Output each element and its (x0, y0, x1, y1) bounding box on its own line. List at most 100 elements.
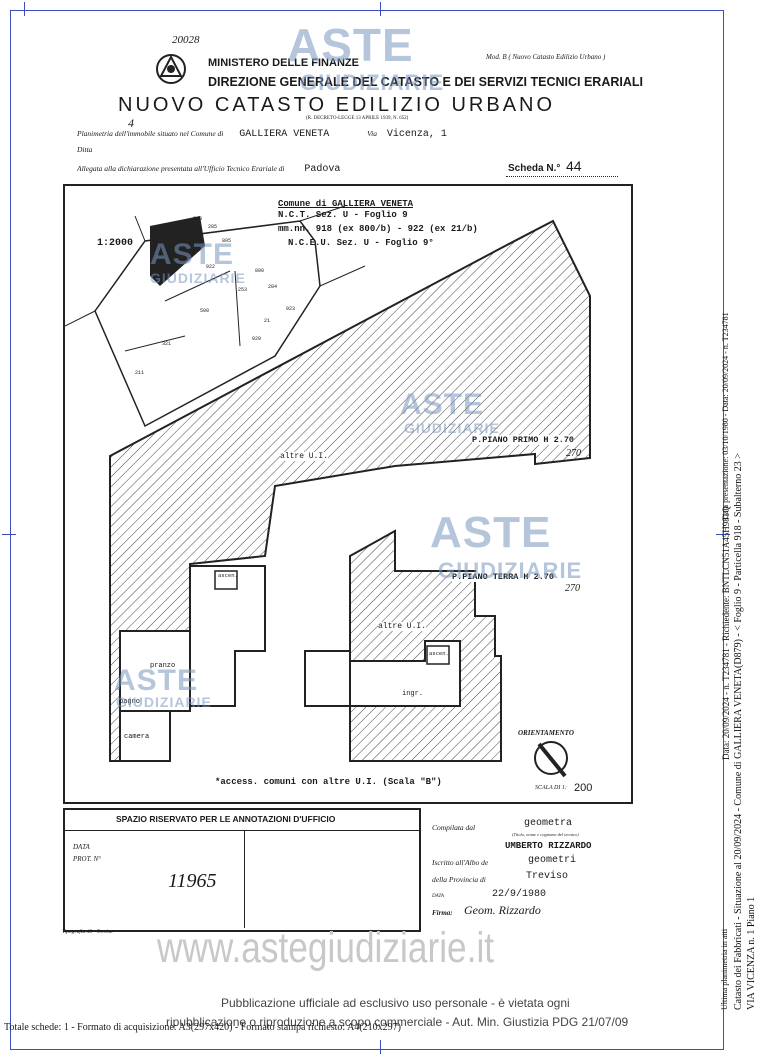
prot-number: 11965 (168, 870, 217, 892)
parcel-284: 284 (268, 284, 278, 290)
watermark-aste-1: ASTE (287, 19, 414, 71)
ufficio-value: Padova (304, 164, 341, 175)
qualifica-note: (Titolo, nome e cognome del tecnico) (512, 832, 579, 837)
watermark-giudiziarie-3: GIUDIZIARIE (404, 420, 500, 436)
parcel-21: 21 (264, 318, 271, 324)
mod-label: Mod. B ( Nuovo Catasto Edilizio Urbano ) (486, 53, 606, 61)
piano-terra-hand: 270 (565, 583, 580, 594)
parcel-500: 500 (200, 308, 210, 314)
orientamento-label: ORIENTAMENTO (518, 729, 574, 737)
watermark-aste-2: ASTE (150, 238, 235, 271)
ministry: MINISTERO DELLE FINANZE (208, 57, 359, 69)
parcel-285: 285 (208, 224, 218, 230)
crop-frame (10, 10, 724, 1050)
parcel-253: 253 (238, 287, 248, 293)
parcel-922: 922 (206, 264, 216, 270)
compilata-label: Compilata dal (432, 823, 476, 832)
albo-value: geometri (528, 855, 577, 866)
notice-line-2: ripubblicazione o riproduzione a scopo c… (166, 1015, 629, 1029)
watermark-aste-4: ASTE (430, 508, 552, 557)
parcel-211: 211 (135, 370, 145, 376)
scheda-label: Scheda N.° (508, 163, 561, 174)
altre-ui-2: altre U.I. (378, 622, 427, 631)
watermark-aste-3: ASTE (400, 388, 485, 421)
handwritten-4: 4 (128, 116, 134, 130)
office-vertical (244, 830, 245, 928)
handwritten-number: 20028 (172, 34, 200, 46)
parcel-800: 800 (255, 268, 265, 274)
compiler-date-label: DATA (432, 894, 444, 899)
room-camera: camera (124, 733, 150, 741)
albo-label: Iscritto all'Albo de (432, 858, 489, 867)
nct-line: N.C.T. Sez. U - Foglio 9 (278, 210, 408, 220)
side-line-5: Data presentazione: 03/10/1980 - Data: 2… (721, 312, 730, 520)
compiler-name: UMBERTO RIZZARDO (505, 841, 592, 851)
side-line-2: VIA VICENZA n. 1 Piano 1 (746, 896, 757, 1010)
decree: (R. DECRETO-LEGGE 13 APRILE 1939, N. 652… (306, 116, 409, 121)
watermark-site: www.astegiudiziarie.it (157, 924, 495, 972)
office-box (63, 808, 421, 932)
plan-drawing (65, 205, 591, 778)
parcel-805: 805 (222, 238, 232, 244)
comune-value: GALLIERA VENETA (239, 129, 330, 140)
reserved-title: SPAZIO RISERVATO PER LE ANNOTAZIONI D'UF… (116, 814, 336, 824)
crop-tick (24, 2, 25, 16)
provincia-value: Treviso (526, 871, 569, 882)
parcel-321: 321 (162, 341, 172, 347)
comune-title: Comune di GALLIERA VENETA (278, 199, 414, 209)
room-pranzo: pranzo (150, 662, 176, 670)
watermark-giudiziarie-2: GIUDIZIARIE (150, 270, 246, 286)
side-line-3: Ultima planimetria in atti (720, 928, 729, 1010)
via-value: Vicenza, 1 (386, 129, 447, 140)
data-label: DATA (73, 843, 90, 851)
page-title: NUOVO CATASTO EDILIZIO URBANO (118, 94, 556, 116)
scala-label: SCALA DI 1: (535, 785, 567, 791)
direction: DIREZIONE GENERALE DEL CATASTO E DEI SER… (208, 75, 643, 89)
via-label: Via (367, 129, 378, 138)
side-line-4: Data: 20/09/2024 - n. T234781 - Richiede… (721, 506, 731, 760)
qualifica: geometra (524, 818, 573, 829)
crop-tick (716, 534, 730, 535)
compiler-date: 22/9/1980 (492, 889, 547, 900)
planimetria-line: Planimetria dell'immobile situato nel Co… (77, 129, 447, 140)
plan-frame (63, 184, 633, 804)
piano-primo: P.PIANO PRIMO H 2.70 (472, 435, 575, 445)
parcel-920: 920 (252, 336, 262, 342)
crop-tick (380, 2, 381, 16)
crop-tick (2, 534, 16, 535)
mappali-line: mm.nn. 918 (ex 800/b) - 922 (ex 21/b) (278, 224, 478, 234)
watermark-giudiziarie-4: GIUDIZIARIE (438, 558, 583, 583)
crop-tick (380, 1040, 381, 1054)
prot-label: PROT. N° (73, 855, 101, 863)
room-ascen-1: ascen. (218, 572, 238, 579)
scale-1: 1:2000 (97, 238, 134, 249)
altre-ui-1: altre U.I. (280, 452, 329, 461)
room-bagno: bagno (119, 698, 141, 706)
emblem (154, 50, 188, 88)
parcel-918: 918 (193, 216, 203, 222)
room-ingr: ingr. (402, 690, 424, 698)
allegata-label: Allegata alla dichiarazione presentata a… (77, 164, 285, 173)
provincia-label: della Provincia di (432, 875, 486, 884)
side-line-1: Catasto dei Fabbricati - Situazione al 2… (733, 453, 744, 1010)
allegata-line: Allegata alla dichiarazione presentata a… (77, 164, 340, 175)
office-divider (65, 830, 419, 831)
ditta-label: Ditta (77, 145, 93, 154)
watermark-aste-5: ASTE (114, 664, 199, 697)
tipografia: Tipografia 45 - Treviso (62, 929, 113, 935)
piano-terra: P.PIANO TERRA H 2.70 (452, 572, 555, 582)
piano-primo-hand: 270 (566, 448, 581, 459)
firma-label: Firma: (432, 909, 453, 917)
watermark-giudiziarie-5: GIUDIZIARIE (116, 694, 212, 710)
scheda-underline (506, 176, 618, 177)
firma-signature: Geom. Rizzardo (464, 903, 541, 917)
parcel-923: 923 (286, 306, 296, 312)
footer-totale: Totale schede: 1 - Formato di acquisizio… (4, 1022, 401, 1033)
notice-line-1: Pubblicazione ufficiale ad esclusivo uso… (221, 996, 570, 1010)
legend: *access. comuni con altre U.I. (Scala "B… (215, 777, 442, 787)
planimetria-label: Planimetria dell'immobile situato nel Co… (77, 129, 224, 138)
scala-value: 200 (574, 782, 593, 794)
watermark-giudiziarie-1: GIUDIZIARIE (300, 70, 445, 95)
nceu-line: N.C.E.U. Sez. U - Foglio 9° (288, 238, 434, 248)
scheda-value: 44 (566, 158, 582, 174)
